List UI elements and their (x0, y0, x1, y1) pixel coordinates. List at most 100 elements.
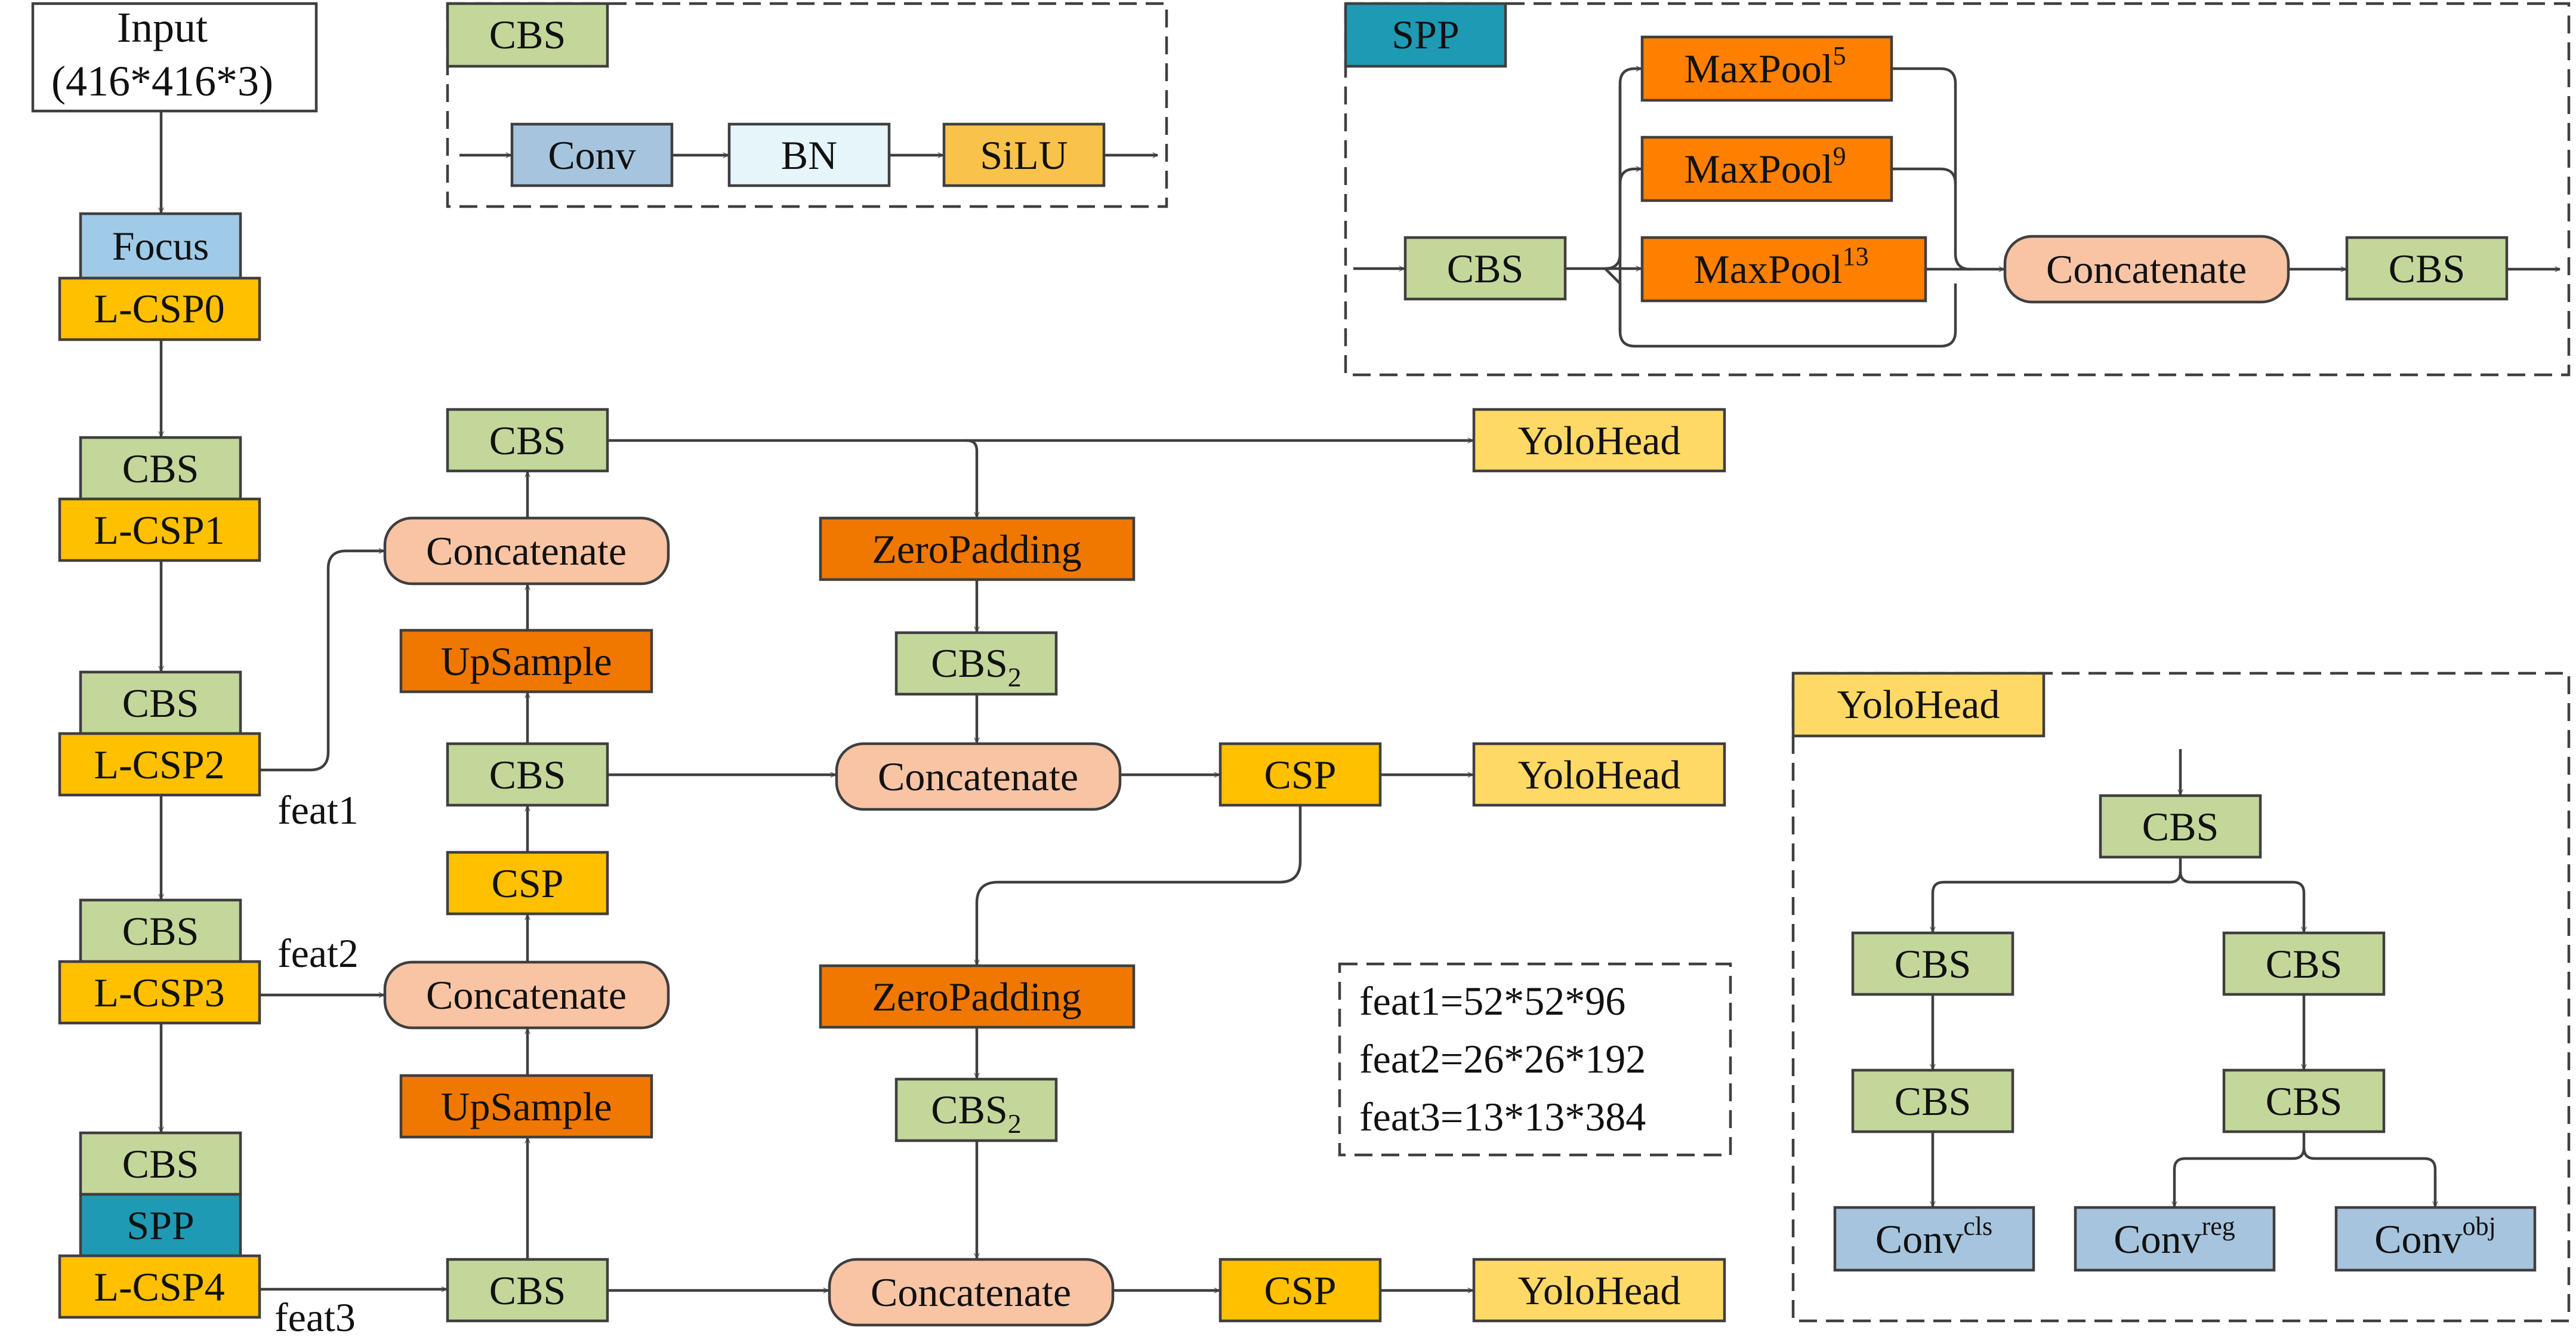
backbone-cbs-2: CBS (79, 670, 242, 735)
backbone-cbs-1-label: CBS (122, 446, 199, 491)
conv-cls-label: Convcls (1875, 1212, 1992, 1262)
legend-feat3: feat3=13*13*384 (1359, 1094, 1646, 1139)
lcsp1-block: L-CSP1 (58, 497, 261, 562)
maxpool-9-base: MaxPool (1684, 146, 1832, 192)
lcsp2-label: L-CSP2 (94, 742, 224, 787)
backbone-cbs-3: CBS (79, 898, 242, 963)
feat2-label: feat2 (277, 931, 359, 976)
spp-title-box (1344, 2, 1507, 68)
conv-obj-base: Conv (2374, 1216, 2462, 1262)
upsample-upper-label: UpSample (440, 639, 612, 684)
conv-cls-superscript: cls (1963, 1212, 1992, 1241)
upsample-upper: UpSample (399, 629, 653, 694)
spp-cbs-in-box (1403, 236, 1567, 301)
csp-middle-label: CSP (1264, 752, 1337, 797)
input-node: Input (416*416*3) (31, 2, 318, 113)
cbs-title-label: CBS (489, 12, 566, 57)
conv-reg-label: Convreg (2114, 1212, 2235, 1262)
lcsp0-block: L-CSP0 (58, 276, 261, 341)
spp-cbs-in: CBS (1403, 236, 1567, 301)
spp-cbs-in-label: CBS (1447, 246, 1524, 291)
head-cbs-root-label: CBS (2142, 804, 2219, 849)
cbs2-upper-base: CBS (931, 640, 1008, 686)
neck-cbs-middle-box (446, 742, 609, 807)
neck-cbs-bottom: CBS (446, 1258, 609, 1323)
zeropadding-upper-label: ZeroPadding (872, 526, 1081, 572)
yolohead-top-box (1472, 408, 1726, 473)
zeropadding-lower: ZeroPadding (819, 964, 1136, 1029)
focus-label: Focus (112, 223, 209, 269)
lcsp3-block: L-CSP3 (58, 960, 261, 1025)
lcsp4-block: L-CSP4 (58, 1254, 261, 1319)
edge-spp-bypass-bottom (1604, 267, 1957, 348)
spp-cbs-out-label: CBS (2389, 246, 2466, 291)
yolohead-middle-box (1472, 742, 1726, 807)
yolohead-bottom: YoloHead (1472, 1258, 1726, 1323)
spp-title-tab: SPP (1344, 2, 1507, 68)
spp-box (79, 1193, 242, 1258)
edge-merge-concat (1954, 253, 1971, 271)
conv-cls: Convcls (1833, 1206, 2035, 1272)
lcsp3-box (58, 960, 261, 1025)
legend-feat1: feat1=52*52*96 (1359, 978, 1625, 1024)
maxpool-13-box (1640, 236, 1927, 303)
cbs2-upper-box (894, 631, 1058, 696)
backbone-cbs-4: CBS (79, 1131, 242, 1196)
spp-concatenate-label: Concatenate (2046, 247, 2247, 292)
spp-concatenate: Concatenate (2003, 235, 2290, 304)
yolohead-top-label: YoloHead (1518, 418, 1681, 463)
backbone-cbs-3-label: CBS (122, 908, 199, 954)
backbone-cbs-4-label: CBS (122, 1141, 199, 1187)
edge-csp-middle-zeropadding (977, 805, 1302, 965)
bn-label: BN (781, 133, 837, 178)
upsample-upper-box (399, 629, 653, 694)
cbs2-lower-base: CBS (931, 1087, 1008, 1132)
lcsp4-label: L-CSP4 (94, 1264, 224, 1310)
neck-cbs-middle: CBS (446, 742, 609, 807)
upsample-lower: UpSample (399, 1074, 653, 1139)
head-cbs-right-1-label: CBS (2266, 941, 2343, 987)
edge-spp-to-maxpool5 (1605, 69, 1641, 270)
csp-bottom: CSP (1218, 1258, 1382, 1323)
zeropadding-lower-box (819, 964, 1136, 1029)
spp-block: SPP (79, 1193, 242, 1258)
neck-csp-upper-box (446, 851, 609, 916)
lcsp0-box (58, 276, 261, 341)
csp-bottom-label: CSP (1264, 1268, 1337, 1313)
yolohead-bottom-box (1472, 1258, 1726, 1323)
head-cbs-right-1-box (2222, 931, 2386, 996)
neck-csp-upper: CSP (446, 851, 609, 916)
backbone-cbs-2-box (79, 670, 242, 735)
concatenate-upper-label: Concatenate (426, 528, 627, 574)
edge-cbs-top-zeropadding (966, 439, 977, 517)
cbs2-lower: CBS2 (894, 1077, 1058, 1142)
maxpool-13-base: MaxPool (1693, 247, 1842, 292)
upsample-lower-label: UpSample (440, 1084, 612, 1129)
concatenate-middle-box (835, 742, 1122, 811)
edge-feat1 (260, 551, 384, 772)
edge-spp-to-maxpool9 (1618, 169, 1641, 184)
head-cbs-root: CBS (2099, 794, 2262, 859)
head-cbs-right-2-label: CBS (2266, 1079, 2343, 1124)
head-cbs-left-1-label: CBS (1895, 941, 1972, 987)
conv-obj: Convobj (2334, 1206, 2537, 1272)
backbone-cbs-1-box (79, 436, 242, 501)
conv-cls-box (1833, 1206, 2035, 1272)
lcsp0-label: L-CSP0 (94, 286, 224, 331)
neck-cbs-top-label: CBS (489, 418, 566, 463)
upsample-lower-box (399, 1074, 653, 1139)
neck-cbs-bottom-box (446, 1258, 609, 1323)
maxpool-5: MaxPool5 (1640, 35, 1893, 102)
spp-title-label: SPP (1392, 12, 1459, 57)
conv-cls-base: Conv (1875, 1216, 1963, 1262)
bn-block: BN (727, 122, 891, 187)
cbs2-lower-subscript: 2 (1008, 1108, 1022, 1139)
edge-maxpool9-merge (1892, 167, 1957, 184)
silu-label: SiLU (980, 133, 1068, 178)
maxpool-9: MaxPool9 (1640, 135, 1893, 202)
backbone-cbs-2-label: CBS (122, 680, 199, 726)
edge-maxpool5-merge (1892, 67, 1957, 254)
focus-block: Focus (79, 212, 242, 280)
silu-box (942, 122, 1106, 187)
maxpool-5-box (1640, 35, 1893, 102)
